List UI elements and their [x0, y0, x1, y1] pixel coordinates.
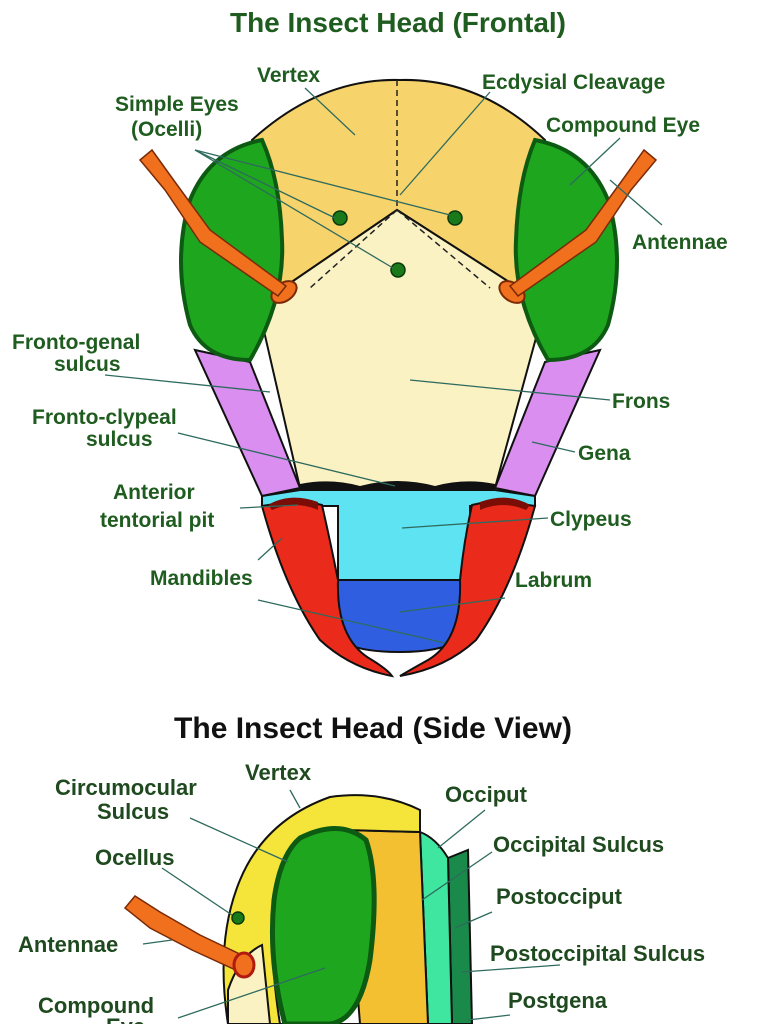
label-side-ocellus: Ocellus — [95, 845, 174, 870]
vertex-region — [250, 78, 546, 307]
leader-side-postgena — [467, 1014, 511, 1021]
leader-side-vertex — [289, 789, 301, 809]
leader-compound-eye — [569, 137, 621, 186]
label-anterior: Anterior — [113, 481, 195, 504]
side-title: The Insect Head (Side View) — [174, 712, 572, 745]
label-compound-eye: Compound Eye — [546, 114, 700, 137]
leader-side-compound-eye — [177, 967, 326, 1019]
leader-frons — [409, 379, 611, 401]
label-gena: Gena — [578, 442, 631, 465]
label-side-postocciput: Postocciput — [496, 884, 623, 909]
leader-gena — [531, 441, 576, 453]
label-vertex: Vertex — [257, 64, 320, 87]
tentorial-pit-left — [268, 497, 318, 510]
leader-ecdysial — [399, 91, 491, 196]
label-side-occiput: Occiput — [445, 782, 528, 807]
ocellus-median — [390, 262, 406, 278]
label-ecdysial-cleavage: Ecdysial Cleavage — [482, 71, 665, 94]
label-frons: Frons — [612, 390, 670, 413]
leader-fronto-genal — [104, 374, 271, 393]
mandible-right — [399, 498, 537, 677]
mandible-left — [260, 498, 395, 678]
leader-mandibles-2 — [257, 537, 283, 561]
leader-side-ocellus — [161, 867, 233, 916]
leader-labrum — [399, 597, 506, 613]
side-antenna — [123, 895, 256, 979]
label-labrum: Labrum — [515, 569, 592, 592]
label-ocelli: (Ocelli) — [131, 118, 202, 141]
label-side-postoccipital-sulcus: Postoccipital Sulcus — [490, 941, 705, 966]
tentorial-pit-right — [480, 497, 530, 510]
label-side-postgena: Postgena — [508, 988, 608, 1013]
label-mandibles: Mandibles — [150, 567, 253, 590]
side-compound-eye — [269, 826, 377, 1024]
label-antennae: Antennae — [632, 231, 728, 254]
label-simple-eyes: Simple Eyes — [115, 93, 239, 116]
labrum-region — [333, 579, 465, 654]
leader-ocelli-2 — [194, 149, 451, 216]
label-side-circumocular-sulcus: Sulcus — [97, 799, 169, 824]
label-side-circumocular: Circumocular — [55, 775, 197, 800]
label-side-vertex: Vertex — [245, 760, 312, 785]
label-side-eye: Eye — [106, 1014, 145, 1024]
label-side-antennae: Antennae — [18, 932, 118, 957]
label-fronto-genal-sulcus: sulcus — [54, 353, 121, 376]
leader-side-antennae — [142, 939, 173, 945]
ocellus-right — [447, 210, 463, 226]
leader-mandibles — [257, 599, 446, 644]
antenna-right — [498, 148, 658, 304]
antenna-left — [138, 148, 298, 304]
leader-side-occipital-sulcus — [421, 851, 493, 901]
label-tentorial-pit: tentorial pit — [100, 509, 214, 532]
leader-fronto-clypeal — [177, 432, 396, 487]
label-clypeus: Clypeus — [550, 508, 632, 531]
leader-vertex — [304, 87, 356, 136]
label-fronto-clypeal: Fronto-clypeal — [32, 406, 177, 429]
leader-side-postocciput — [454, 911, 493, 929]
leader-side-circumocular — [189, 817, 289, 863]
frons-region — [256, 208, 547, 489]
leader-side-occiput — [437, 809, 486, 849]
side-ocellus — [231, 911, 245, 925]
label-fronto-clypeal-sulcus: sulcus — [86, 428, 153, 451]
leader-ocelli-1 — [194, 149, 336, 219]
ocellus-left — [332, 210, 348, 226]
ecdysial-right-arm — [396, 209, 491, 289]
leader-antennae — [609, 179, 663, 226]
leader-anterior-pit — [239, 504, 299, 509]
leader-ocelli-3 — [194, 149, 394, 269]
label-fronto-genal: Fronto-genal — [12, 331, 140, 354]
leader-clypeus — [401, 517, 549, 529]
label-side-occipital-sulcus: Occipital Sulcus — [493, 832, 664, 857]
leader-side-postoccipital — [461, 964, 561, 973]
label-side-compound: Compound — [38, 993, 154, 1018]
frontal-title: The Insect Head (Frontal) — [230, 7, 566, 38]
